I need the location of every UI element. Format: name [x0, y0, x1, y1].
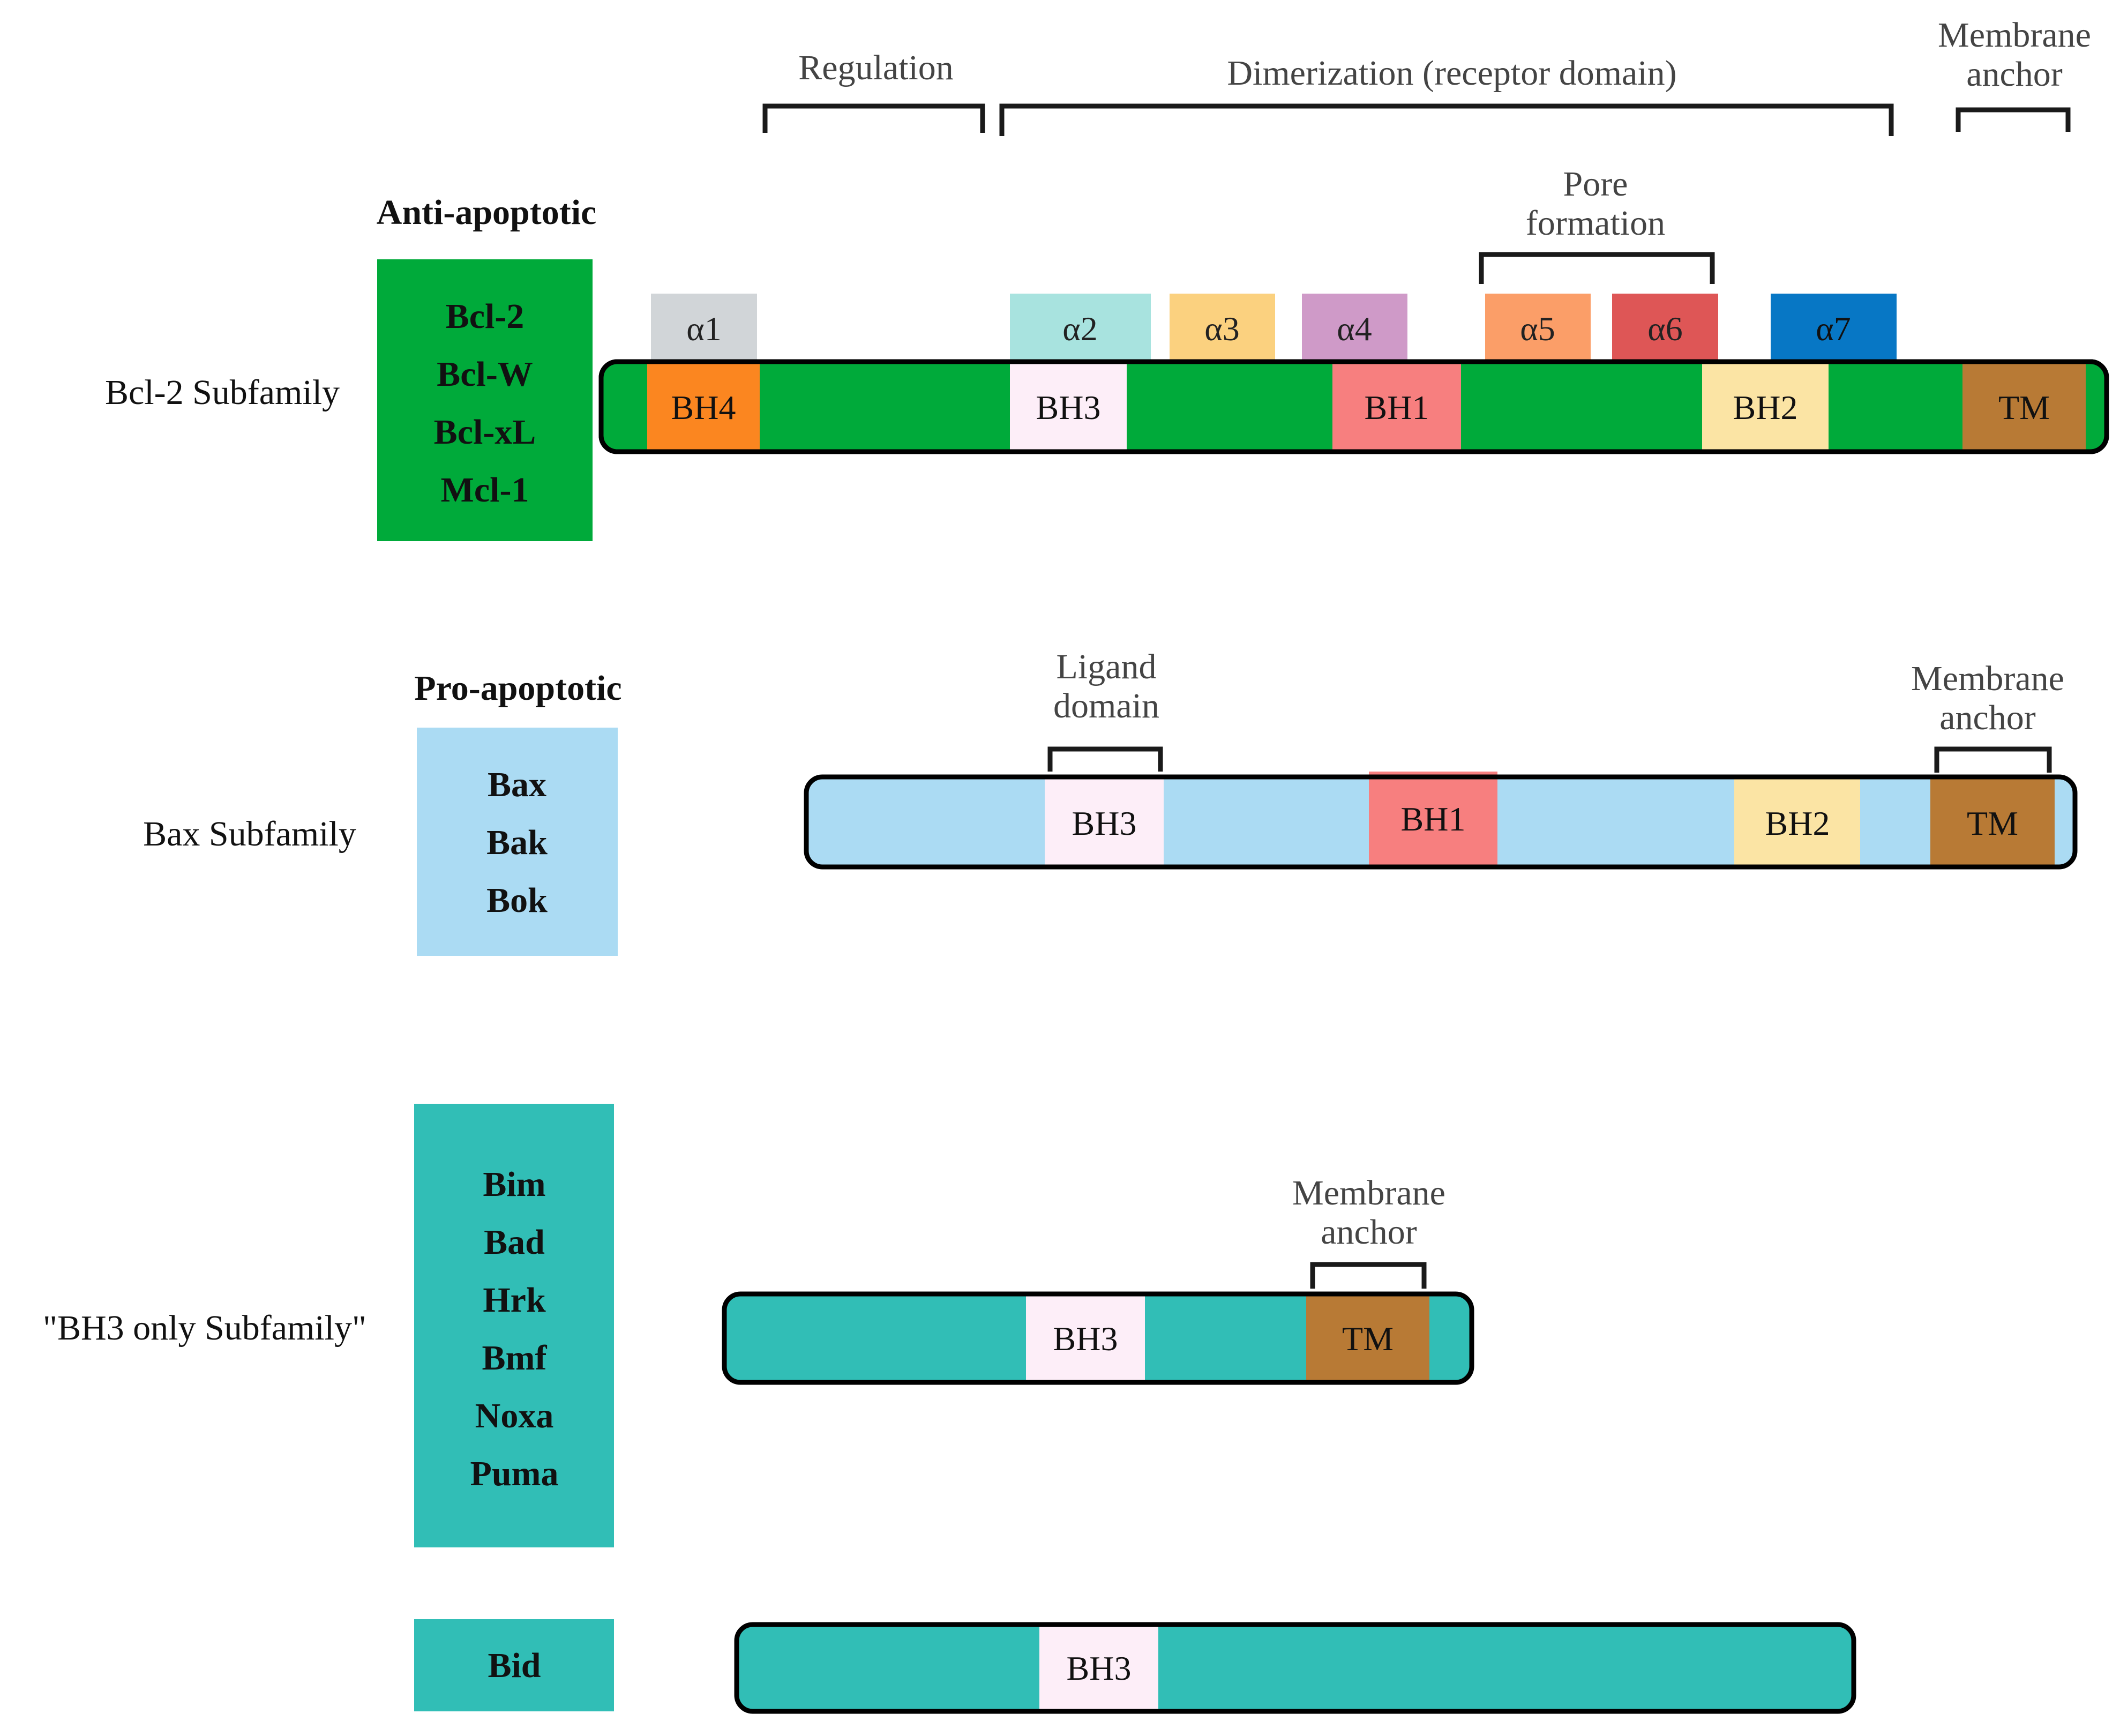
regulation-bracket — [762, 103, 985, 133]
bcl2-subfamily-label: Bcl-2 Subfamily — [105, 373, 340, 412]
member-noxa: Noxa — [475, 1396, 554, 1435]
bid-protein-bar — [737, 1625, 1854, 1711]
bcl2-members-box — [377, 259, 593, 541]
pore-formation-bracket — [1479, 252, 1715, 284]
member-bcl-2: Bcl-2 — [446, 297, 525, 336]
bax-domain-tm — [1930, 777, 2055, 867]
membrane-anchor-bracket — [1956, 107, 2071, 132]
member-bak: Bak — [486, 823, 548, 862]
domain-bh4-label: BH4 — [671, 388, 736, 426]
bax-membrane-anchor-label-line2: anchor — [1939, 698, 2036, 737]
helix-alpha3 — [1170, 294, 1275, 362]
pore-formation-label-line1: Pore — [1563, 164, 1628, 204]
bax-domain-tm-label: TM — [1967, 804, 2018, 842]
bid-member-box — [414, 1619, 614, 1711]
member-mcl-1: Mcl-1 — [441, 470, 529, 510]
member-bmf: Bmf — [482, 1338, 548, 1378]
bax-domain-bh2-label: BH2 — [1765, 804, 1830, 842]
bax-membrane-anchor-label-line1: Membrane — [1911, 659, 2064, 698]
member-bok: Bok — [486, 881, 548, 920]
helix-alpha2-label: α2 — [1062, 310, 1098, 348]
member-bid: Bid — [488, 1646, 541, 1685]
bax-domain-bh1 — [1369, 772, 1497, 867]
member-bim: Bim — [483, 1165, 545, 1204]
bh3only-membrane-anchor-bracket — [1310, 1262, 1427, 1289]
helix-alpha4 — [1302, 294, 1407, 362]
dimerization-bracket — [999, 103, 1894, 136]
dimerization-label: Dimerization (receptor domain) — [1227, 54, 1676, 93]
bid-domain-bh3-label: BH3 — [1067, 1649, 1132, 1687]
helix-alpha7-label: α7 — [1816, 310, 1851, 348]
helix-alpha3-label: α3 — [1204, 310, 1240, 348]
bh3only-membrane-anchor-label-line2: anchor — [1321, 1213, 1417, 1252]
helix-alpha6 — [1612, 294, 1718, 362]
bax-domain-bh3-label: BH3 — [1072, 804, 1137, 842]
bax-membrane-anchor-bracket — [1934, 746, 2052, 773]
pro-apoptotic-heading: Pro-apoptotic — [414, 669, 621, 708]
bcl2-protein-outline — [598, 359, 2109, 454]
domain-bh3-label: BH3 — [1036, 388, 1101, 426]
helix-alpha5 — [1485, 294, 1591, 362]
bh3only-membrane-anchor-label-line1: Membrane — [1292, 1173, 1445, 1213]
membrane-anchor-label-line2: anchor — [1966, 55, 2063, 94]
domain-bh3 — [1010, 362, 1127, 452]
helix-alpha7 — [1771, 294, 1897, 362]
bh3only-subfamily-label: "BH3 only Subfamily" — [43, 1308, 366, 1348]
domain-bh1 — [1332, 362, 1461, 452]
member-bax: Bax — [488, 765, 546, 804]
helix-alpha6-label: α6 — [1647, 310, 1683, 348]
pore-formation-label-line2: formation — [1526, 204, 1665, 243]
bh3only-members-box — [414, 1104, 614, 1547]
domain-tm — [1962, 362, 2086, 452]
bh3only-domain-bh3-label: BH3 — [1053, 1320, 1118, 1358]
domain-bh2-label: BH2 — [1733, 388, 1798, 426]
bh3only-domain-tm-label: TM — [1342, 1320, 1394, 1358]
bh3only-domain-tm — [1306, 1294, 1429, 1382]
domain-bh2 — [1702, 362, 1829, 452]
anti-apoptotic-heading: Anti-apoptotic — [377, 193, 597, 232]
bh3only-domain-bh3 — [1026, 1294, 1145, 1382]
ligand-domain-bracket — [1047, 746, 1163, 772]
member-bad: Bad — [484, 1223, 545, 1262]
domain-bh4 — [647, 362, 760, 452]
member-puma: Puma — [470, 1454, 559, 1493]
bh3only-protein-outline — [722, 1291, 1474, 1385]
bax-domain-bh2 — [1734, 777, 1860, 867]
bid-domain-bh3 — [1039, 1625, 1158, 1711]
helix-alpha1-label: α1 — [686, 310, 722, 348]
bax-subfamily-label: Bax Subfamily — [143, 814, 356, 854]
helix-alpha4-label: α4 — [1337, 310, 1372, 348]
helix-alpha5-label: α5 — [1520, 310, 1555, 348]
domain-bh1-label: BH1 — [1365, 388, 1429, 426]
bax-domain-bh1-label: BH1 — [1401, 800, 1466, 838]
member-bcl-xl: Bcl-xL — [434, 413, 536, 452]
member-bcl-w: Bcl-W — [437, 355, 533, 394]
helix-alpha2 — [1010, 294, 1151, 362]
bax-domain-bh3 — [1045, 777, 1164, 867]
helix-alpha1 — [651, 294, 757, 362]
bax-members-box — [417, 728, 618, 956]
ligand-domain-label-line2: domain — [1053, 686, 1159, 725]
member-hrk: Hrk — [483, 1281, 546, 1320]
ligand-domain-label-line1: Ligand — [1057, 647, 1157, 686]
membrane-anchor-label-line1: Membrane — [1938, 16, 2091, 55]
bax-protein-outline — [804, 774, 2078, 870]
bid-protein-outline — [734, 1622, 1856, 1714]
domain-tm-label: TM — [1998, 388, 2050, 426]
regulation-label: Regulation — [798, 48, 954, 87]
